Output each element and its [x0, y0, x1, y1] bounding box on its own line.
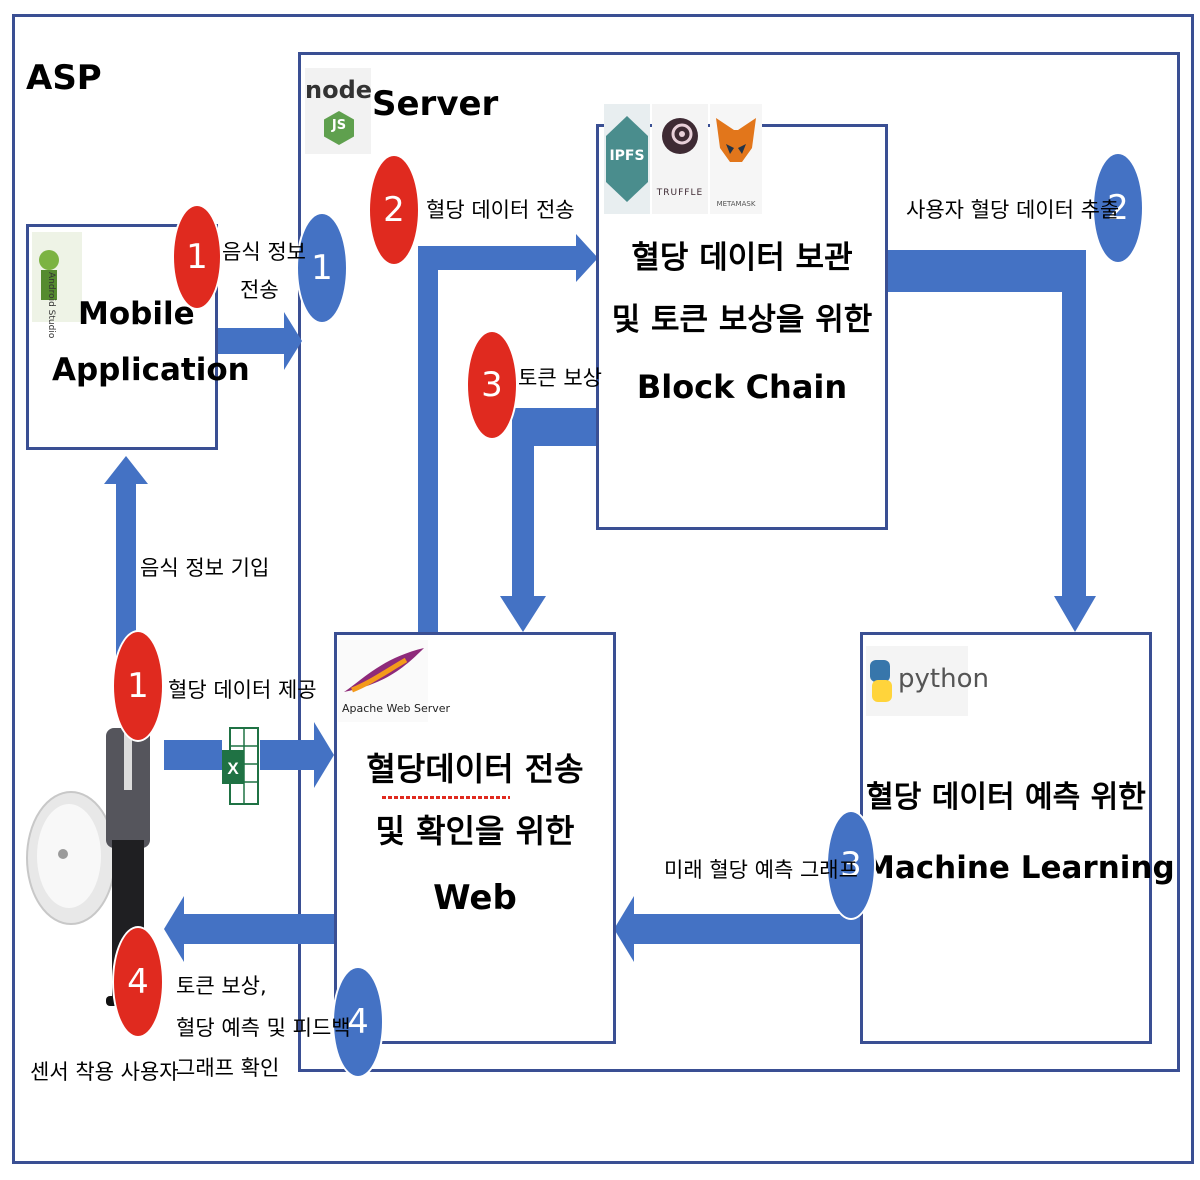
server-label: Server [372, 84, 499, 124]
step-4-badge-blue: 4 [332, 966, 384, 1078]
nodejs-hex-icon [324, 111, 354, 145]
apache-feather-icon [344, 648, 424, 693]
food-input-label: 음식 정보 기입 [140, 556, 270, 580]
metamask-text: METAMASK [716, 200, 756, 208]
blockchain-title-line2: 및 토큰 보상을 위한 [611, 302, 873, 338]
ipfs-text: IPFS [609, 148, 645, 164]
future-graph-label: 미래 혈당 예측 그래프 [664, 858, 858, 882]
arrow-web-to-blockchain-horizontal [418, 246, 578, 270]
step-1-badge-red-top: 1 [172, 204, 222, 310]
nodejs-logo: node JS [305, 68, 373, 154]
arrow-ml-to-web-head [614, 896, 634, 962]
arrow-web-to-blockchain-head [576, 234, 598, 282]
arrow-blockchain-to-ml-horizontal [888, 250, 1086, 292]
excel-icon-graphic: X [222, 727, 259, 805]
glucose-provide-label: 혈당 데이터 제공 [168, 678, 317, 702]
arrow-blockchain-to-ml-head [1054, 596, 1096, 632]
arrow-user-to-web-head [314, 722, 334, 788]
python-snake-icon [870, 660, 892, 702]
food-send-label-line1: 음식 정보 [222, 240, 306, 264]
android-robot-icon [39, 250, 59, 300]
step-4-badge-red: 4 [112, 926, 164, 1038]
metamask-fox-icon [716, 118, 756, 162]
metamask-logo: METAMASK [710, 104, 762, 214]
apache-logo-text: Apache Web Server [342, 702, 451, 715]
cgm-sensor-icon [26, 791, 116, 925]
arrow-blockchain-to-ml-vertical [1062, 250, 1086, 600]
svg-text:X: X [227, 759, 239, 778]
ml-title-line2: Machine Learning [864, 850, 1175, 886]
truffle-swirl-icon [662, 118, 698, 154]
user-extract-label: 사용자 혈당 데이터 추출 [906, 198, 1120, 222]
arrow-ml-to-web [632, 914, 860, 944]
arrow-mobile-to-server-head [284, 312, 302, 370]
glucose-send-label: 혈당 데이터 전송 [426, 198, 575, 222]
arrow-web-to-blockchain-vertical [418, 246, 438, 634]
mobile-title-line2: Application [52, 352, 250, 388]
web-title-line3: Web [433, 878, 517, 918]
feedback-label-line3: 그래프 확인 [176, 1056, 280, 1080]
mobile-title-line1: Mobile [78, 296, 195, 332]
python-text: python [898, 664, 989, 694]
python-logo: python [866, 646, 989, 716]
ml-title-line1: 혈당 데이터 예측 위한 [866, 780, 1146, 815]
nodejs-js-text: JS [331, 118, 347, 133]
arrow-mobile-to-server [216, 328, 284, 354]
asp-label: ASP [26, 58, 102, 98]
arrow-user-to-mobile-head [104, 456, 148, 484]
arrow-web-to-user-head [164, 896, 184, 962]
arrow-token-vertical [512, 408, 534, 598]
food-send-label-line2: 전송 [240, 278, 279, 302]
arrow-token-head [500, 596, 546, 632]
step-3-badge-blue: 3 [826, 810, 876, 920]
truffle-text: TRUFFLE [656, 188, 704, 198]
step-1-badge-blue: 1 [296, 212, 348, 324]
step-2-badge-red: 2 [368, 154, 420, 266]
arrow-web-to-user [182, 914, 334, 944]
spellcheck-underline [382, 796, 510, 799]
excel-icon: X [222, 724, 260, 808]
blockchain-title-line1: 혈당 데이터 보관 [631, 240, 853, 276]
android-studio-icon: Android Studio [32, 232, 82, 338]
feedback-label-line2: 혈당 예측 및 피드백 [176, 1016, 351, 1040]
apache-web-server-logo: Apache Web Server [338, 640, 450, 722]
web-title-line1: 혈당데이터 전송 [366, 750, 584, 788]
truffle-logo: TRUFFLE [652, 104, 708, 214]
step-2-badge-blue: 2 [1092, 152, 1144, 264]
step-1-badge-red-bottom: 1 [112, 630, 164, 742]
step-3-badge-red: 3 [466, 330, 518, 440]
token-reward-label: 토큰 보상 [518, 366, 602, 390]
ipfs-logo: IPFS [604, 104, 650, 214]
arrow-user-to-mobile [116, 482, 136, 656]
feedback-label-line1: 토큰 보상, [176, 974, 267, 998]
server-frame [298, 52, 1180, 1072]
android-studio-text: Android Studio [46, 272, 56, 339]
web-title-line2: 및 확인을 위한 [375, 812, 575, 850]
blockchain-title-line3: Block Chain [636, 368, 848, 406]
nodejs-logo-text: node [305, 76, 373, 104]
sensor-user-label: 센서 착용 사용자 [30, 1060, 179, 1084]
asp-frame [12, 14, 1194, 1164]
ipfs-hex-icon [606, 116, 648, 202]
